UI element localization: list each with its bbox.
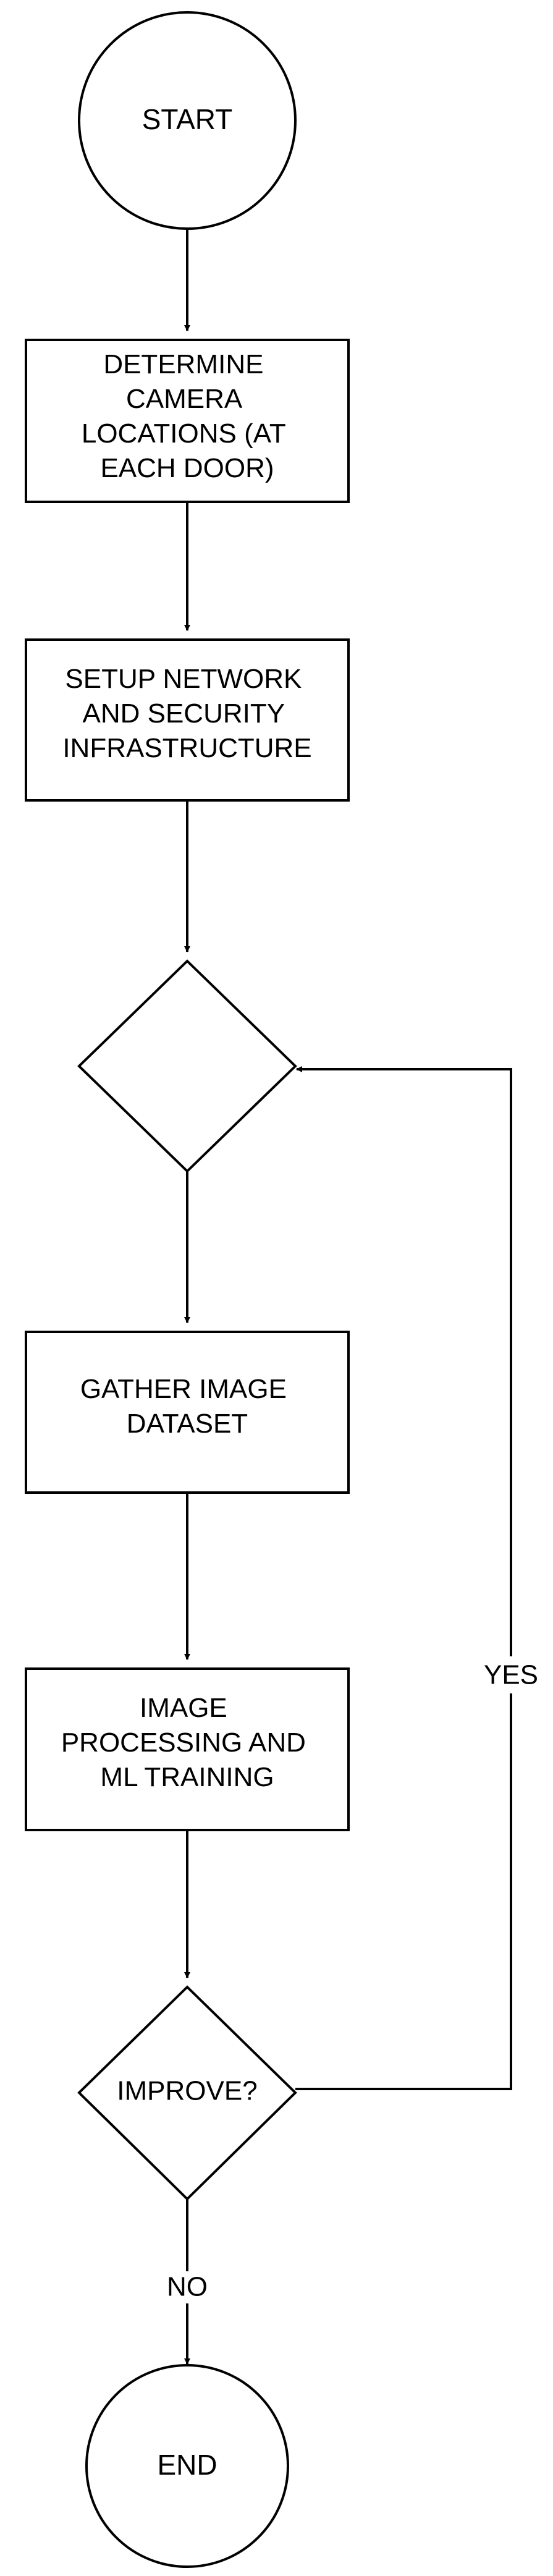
step4-line-2: PROCESSING AND <box>61 1727 306 1758</box>
no-label-bg <box>162 2271 213 2303</box>
yes-label-bg <box>477 1656 545 1693</box>
end-label: END <box>157 2449 217 2481</box>
process-setup-network: SETUP NETWORK AND SECURITY INFRASTRUCTUR… <box>25 638 350 802</box>
svg-text:GATHER IMAGE DATASET: GATHER IMAGE DATASET <box>80 1374 294 1439</box>
start-label: START <box>142 103 233 135</box>
step3-line-2: DATASET <box>127 1409 248 1439</box>
process-gather-image-dataset: GATHER IMAGE DATASET <box>25 1331 350 1494</box>
arrow-yes-loop <box>295 1066 512 2090</box>
step4-line-3: ML TRAINING <box>100 1762 274 1792</box>
improve-decision: IMPROVE? <box>77 1985 297 2201</box>
merge-decision <box>77 959 297 1173</box>
step2-line-2: AND SECURITY <box>82 698 284 729</box>
step2-line-1: SETUP NETWORK <box>65 664 302 694</box>
step2-line-3: INFRASTRUCTURE <box>62 733 311 763</box>
step1-line-4: EACH DOOR) <box>100 453 274 483</box>
svg-text:DETERMINE CAMERA L: DETERMINE CAMERA LOCATIONS (AT EACH DOOR… <box>82 349 293 483</box>
step4-line-1: IMAGE <box>140 1693 227 1723</box>
svg-text:IMAGE PROCESSING AND: IMAGE PROCESSING AND ML TRAINING <box>61 1693 313 1792</box>
improve-label: IMPROVE? <box>117 2076 257 2106</box>
start-node: START <box>78 11 297 230</box>
step3-line-1: GATHER IMAGE <box>80 1374 287 1404</box>
process-determine-camera-locations: DETERMINE CAMERA LOCATIONS (AT EACH DOOR… <box>25 339 350 503</box>
step1-line-1: DETERMINE <box>103 349 263 379</box>
svg-text:SETUP NETWORK AND SECURI: SETUP NETWORK AND SECURITY INFRASTRUCTUR… <box>62 664 311 763</box>
end-node: END <box>85 2364 289 2568</box>
step1-line-2: CAMERA <box>126 384 243 414</box>
connectors <box>184 229 512 2365</box>
step1-line-3: LOCATIONS (AT <box>82 418 285 449</box>
process-image-processing-ml-training: IMAGE PROCESSING AND ML TRAINING <box>25 1667 350 1831</box>
yes-label: YES <box>484 1660 538 1690</box>
no-label: NO <box>167 2272 208 2302</box>
